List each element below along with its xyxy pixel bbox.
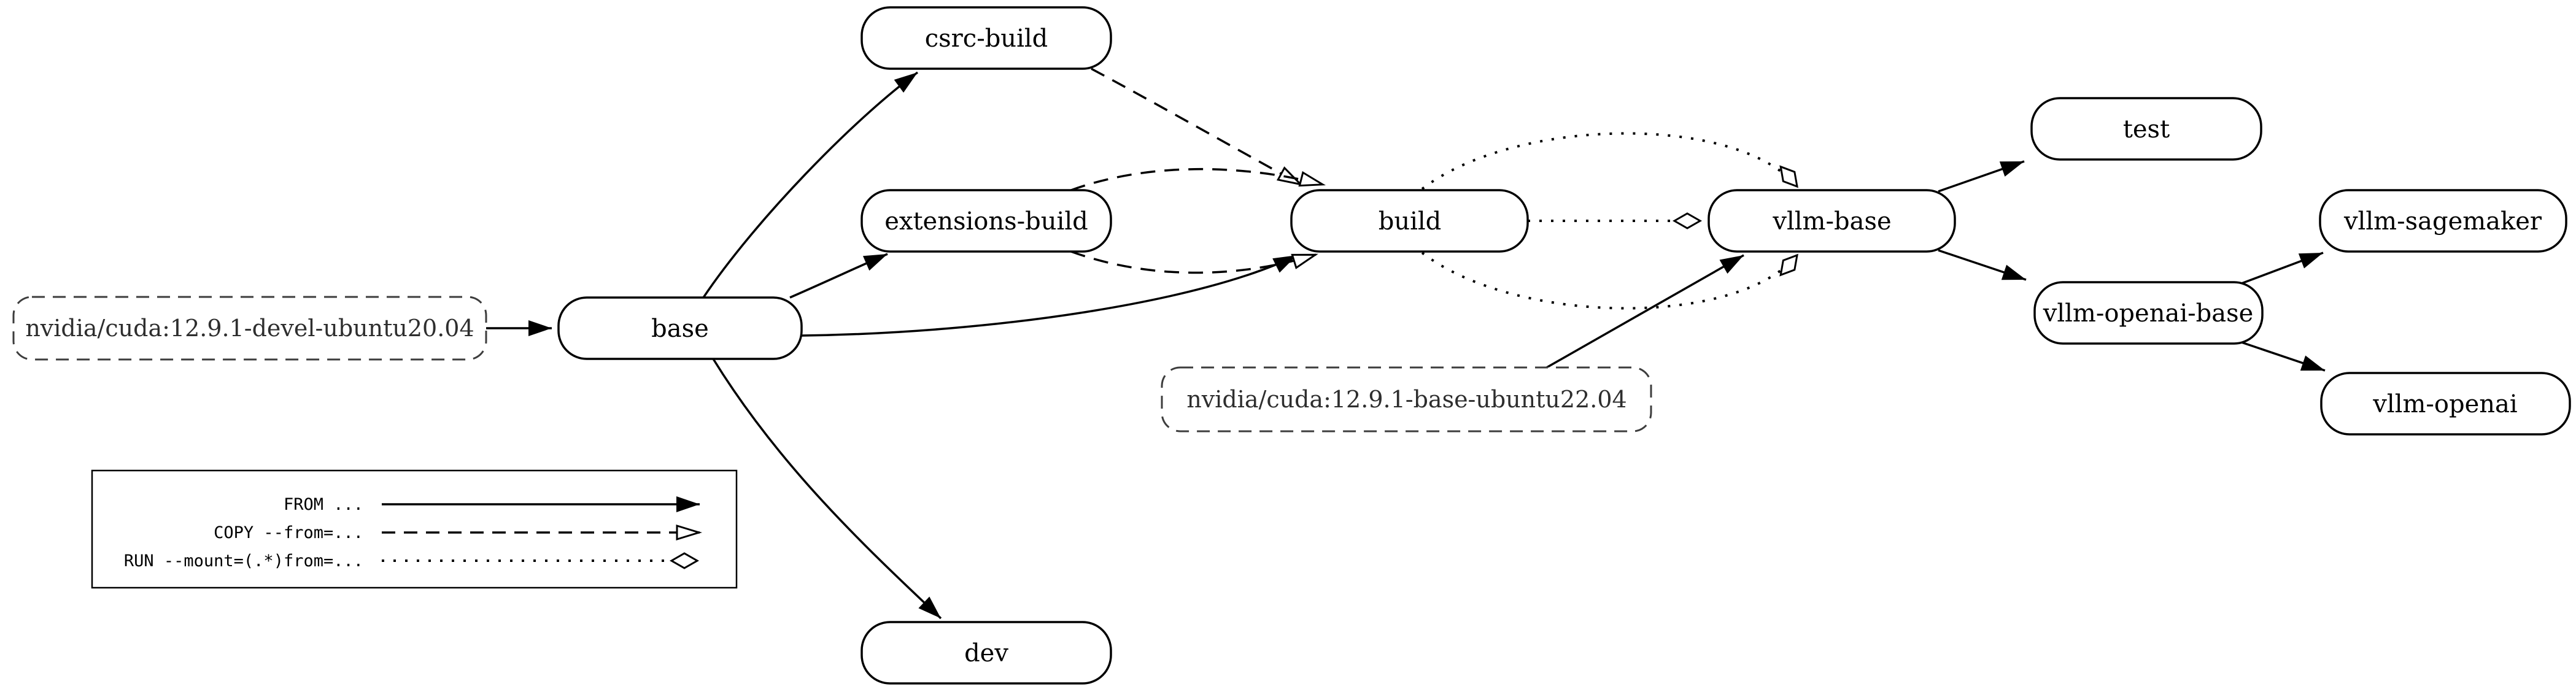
node-csrc-build-label: csrc-build	[925, 25, 1048, 53]
node-csrc-build: csrc-build	[861, 6, 1112, 70]
node-vllm-sagemaker-label: vllm-sagemaker	[2343, 207, 2542, 236]
edges	[486, 67, 2326, 620]
edge-build-to-vllm-base-mount-lower	[1421, 252, 1798, 310]
node-vllm-openai-base: vllm-openai-base	[2033, 281, 2264, 345]
nodes: nvidia/cuda:12.9.1-devel-ubuntu20.04 bas…	[12, 6, 2571, 685]
node-vllm-openai-label: vllm-openai	[2372, 390, 2517, 418]
edge-extensions-build-to-build-copy-upper	[1070, 167, 1326, 191]
node-cuda-base-label: nvidia/cuda:12.9.1-base-ubuntu22.04	[1186, 386, 1626, 413]
node-vllm-base: vllm-base	[1708, 189, 1956, 253]
edge-base-to-extensions-build	[789, 253, 888, 299]
node-extensions-build-label: extensions-build	[884, 207, 1088, 236]
edge-extensions-build-to-build-copy-lower	[1070, 250, 1318, 274]
legend-box	[91, 469, 738, 589]
node-test-label: test	[2123, 115, 2170, 144]
node-vllm-base-label: vllm-base	[1772, 207, 1891, 236]
node-build-label: build	[1379, 207, 1442, 236]
edge-vllm-openai-base-to-vllm-sagemaker	[2241, 252, 2324, 285]
edge-csrc-build-to-build-copy	[1091, 67, 1304, 186]
node-vllm-openai-base-label: vllm-openai-base	[2043, 299, 2254, 328]
edge-build-to-vllm-base-mount-upper	[1421, 132, 1798, 190]
node-vllm-openai: vllm-openai	[2320, 372, 2571, 436]
edge-base-to-csrc-build	[702, 71, 919, 298]
legend-label-run: RUN --mount=(.*)from=...	[124, 552, 363, 571]
node-base: base	[557, 296, 803, 360]
node-cuda-devel: nvidia/cuda:12.9.1-devel-ubuntu20.04	[12, 296, 487, 361]
edge-base-to-dev	[712, 358, 942, 620]
node-cuda-devel-label: nvidia/cuda:12.9.1-devel-ubuntu20.04	[25, 315, 474, 342]
edge-cuda-base-to-vllm-base	[1546, 254, 1744, 369]
legend-label-copy: COPY --from=...	[214, 523, 363, 542]
node-build: build	[1290, 189, 1529, 253]
edge-base-to-build	[801, 254, 1298, 337]
edge-vllm-base-to-vllm-openai-base	[1938, 249, 2027, 281]
node-vllm-sagemaker: vllm-sagemaker	[2319, 189, 2567, 253]
node-test: test	[2030, 97, 2262, 161]
edge-vllm-openai-base-to-vllm-openai	[2241, 341, 2326, 372]
node-dev-label: dev	[964, 639, 1008, 667]
node-cuda-base: nvidia/cuda:12.9.1-base-ubuntu22.04	[1161, 366, 1652, 433]
legend: FROM ... COPY --from=... RUN --mount=(.*…	[91, 469, 738, 589]
edge-vllm-base-to-test	[1938, 160, 2025, 193]
node-base-label: base	[651, 315, 709, 343]
node-dev: dev	[861, 621, 1112, 685]
node-extensions-build: extensions-build	[861, 189, 1112, 253]
legend-label-from: FROM ...	[284, 495, 363, 514]
